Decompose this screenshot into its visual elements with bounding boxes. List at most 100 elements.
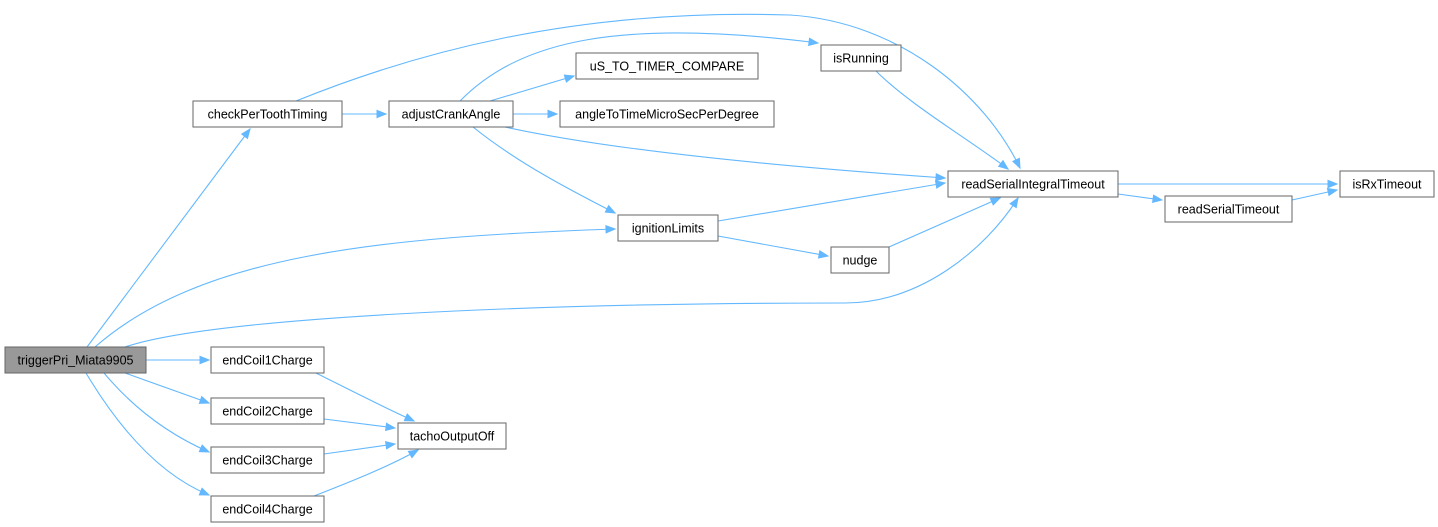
node-label: readSerialTimeout — [1178, 203, 1280, 217]
arrowhead-icon — [989, 197, 1002, 206]
node-box[interactable] — [210, 446, 325, 474]
edge-line — [323, 443, 396, 455]
node-box[interactable] — [210, 346, 325, 374]
arrowhead-icon — [384, 441, 397, 450]
arrowhead-icon — [1326, 187, 1339, 197]
node-check-per-tooth-timing[interactable]: checkPerToothTiming — [192, 100, 343, 128]
node-label: endCoil3Charge — [222, 454, 312, 468]
edge-line — [472, 126, 616, 214]
node-angle-to-time-micro-sec-per-degree[interactable]: angleToTimeMicroSecPerDegree — [559, 100, 775, 128]
edge-line — [124, 372, 210, 404]
node-u-s-to-timer-compare[interactable]: uS_TO_TIMER_COMPARE — [575, 52, 759, 80]
node-label: adjustCrankAngle — [402, 108, 501, 122]
node-label: endCoil2Charge — [222, 405, 312, 419]
edge-line — [459, 32, 819, 102]
node-label: angleToTimeMicroSecPerDegree — [575, 108, 759, 122]
edge-line — [124, 197, 1019, 348]
arrowhead-icon — [240, 127, 251, 140]
edge-end-coil4-charge-to-tacho-output-off — [313, 449, 420, 497]
edge-trigger-pri-miata9905-to-ignition-limits — [94, 224, 617, 348]
edge-adjust-crank-angle-to-read-serial-integral-timeout — [504, 126, 947, 182]
node-box[interactable] — [947, 170, 1119, 198]
edge-ignition-limits-to-nudge — [717, 235, 830, 259]
arrowhead-icon — [403, 413, 416, 422]
edge-trigger-pri-miata9905-to-check-per-tooth-timing — [86, 127, 251, 348]
node-box[interactable] — [388, 100, 514, 128]
node-box[interactable] — [617, 214, 719, 242]
node-box[interactable] — [830, 246, 890, 274]
arrowhead-icon — [563, 74, 576, 83]
arrowhead-icon — [376, 109, 388, 119]
node-end-coil1-charge[interactable]: endCoil1Charge — [210, 346, 325, 374]
node-box[interactable] — [820, 44, 902, 72]
node-end-coil4-charge[interactable]: endCoil4Charge — [210, 495, 325, 523]
arrowhead-icon — [1152, 194, 1164, 204]
node-box[interactable] — [210, 495, 325, 523]
node-box[interactable] — [559, 100, 775, 128]
edge-is-running-to-read-serial-integral-timeout — [875, 70, 1010, 170]
edge-trigger-pri-miata9905-to-read-serial-integral-timeout — [124, 196, 1019, 348]
edge-adjust-crank-angle-to-is-running — [459, 32, 820, 102]
edge-line — [717, 235, 829, 257]
arrowhead-icon — [198, 444, 211, 453]
node-ignition-limits[interactable]: ignitionLimits — [617, 214, 719, 242]
node-label: isRunning — [833, 52, 889, 66]
edge-adjust-crank-angle-to-angle-to-time-micro-sec-per-degree — [513, 109, 559, 119]
arrowhead-icon — [198, 487, 211, 496]
edge-line — [489, 75, 575, 102]
edge-ignition-limits-to-read-serial-integral-timeout — [717, 180, 947, 222]
edge-line — [313, 449, 419, 497]
arrowhead-icon — [547, 109, 559, 119]
node-box[interactable] — [192, 100, 343, 128]
edge-line — [315, 372, 415, 422]
edge-line — [875, 70, 1009, 170]
edge-check-per-tooth-timing-to-adjust-crank-angle — [342, 109, 388, 119]
edge-line — [295, 13, 1021, 169]
node-box[interactable] — [397, 422, 507, 450]
node-tacho-output-off[interactable]: tachoOutputOff — [397, 422, 507, 450]
arrowhead-icon — [935, 173, 947, 182]
edge-line — [103, 372, 210, 453]
edge-end-coil3-charge-to-tacho-output-off — [323, 441, 397, 455]
arrowhead-icon — [934, 180, 947, 189]
arrowhead-icon — [605, 224, 617, 234]
edge-end-coil2-charge-to-tacho-output-off — [323, 418, 397, 432]
node-box[interactable] — [4, 346, 147, 374]
arrowhead-icon — [407, 449, 420, 459]
arrowhead-icon — [817, 250, 830, 259]
edge-trigger-pri-miata9905-to-end-coil3-charge — [103, 372, 211, 453]
node-trigger-pri-miata9905[interactable]: triggerPri_Miata9905 — [4, 346, 147, 374]
edge-line — [717, 182, 946, 222]
edge-line — [86, 128, 251, 348]
node-box[interactable] — [210, 397, 325, 425]
node-box[interactable] — [575, 52, 759, 80]
node-box[interactable] — [1164, 195, 1293, 223]
node-is-rx-timeout[interactable]: isRxTimeout — [1339, 170, 1435, 198]
edges-layer — [85, 13, 1339, 497]
edge-adjust-crank-angle-to-ignition-limits — [472, 126, 617, 214]
node-read-serial-integral-timeout[interactable]: readSerialIntegralTimeout — [947, 170, 1119, 198]
node-label: isRxTimeout — [1353, 178, 1423, 192]
node-end-coil3-charge[interactable]: endCoil3Charge — [210, 446, 325, 474]
node-label: triggerPri_Miata9905 — [17, 354, 133, 368]
node-label: nudge — [843, 254, 878, 268]
node-nudge[interactable]: nudge — [830, 246, 890, 274]
node-box[interactable] — [1339, 170, 1435, 198]
node-label: readSerialIntegralTimeout — [961, 178, 1105, 192]
node-adjust-crank-angle[interactable]: adjustCrankAngle — [388, 100, 514, 128]
node-is-running[interactable]: isRunning — [820, 44, 902, 72]
node-read-serial-timeout[interactable]: readSerialTimeout — [1164, 195, 1293, 223]
edge-read-serial-timeout-to-is-rx-timeout — [1291, 187, 1339, 201]
arrowhead-icon — [1327, 179, 1339, 189]
edge-check-per-tooth-timing-to-read-serial-integral-timeout — [295, 13, 1021, 170]
edge-line — [85, 372, 210, 496]
arrowhead-icon — [808, 37, 820, 47]
edge-read-serial-integral-timeout-to-read-serial-timeout — [1117, 193, 1164, 204]
edge-trigger-pri-miata9905-to-end-coil1-charge — [146, 355, 211, 365]
node-end-coil2-charge[interactable]: endCoil2Charge — [210, 397, 325, 425]
arrowhead-icon — [385, 422, 397, 432]
arrowhead-icon — [199, 355, 211, 365]
node-label: endCoil4Charge — [222, 503, 312, 517]
edge-trigger-pri-miata9905-to-end-coil2-charge — [124, 372, 211, 404]
